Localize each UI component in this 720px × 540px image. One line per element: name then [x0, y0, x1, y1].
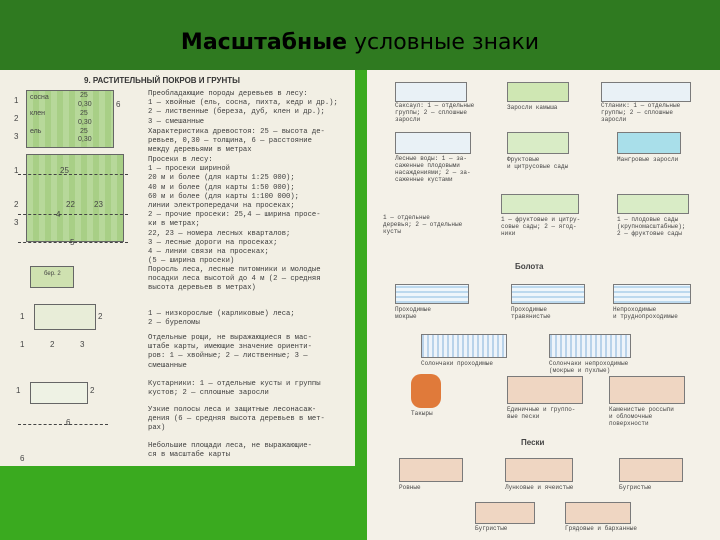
row-number: 6 — [20, 454, 25, 463]
text-groves: Отдельные рощи, не выражающиеся в мас- ш… — [148, 334, 312, 370]
text-shrubs: Кустарники: 1 — отдельные кусты и группы… — [148, 380, 321, 398]
slide-title: Масштабные условные знаки — [180, 30, 540, 55]
label-n25: 25 — [60, 166, 69, 175]
label-n6b: 6 — [66, 418, 71, 427]
section-heading: 9. РАСТИТЕЛЬНЫЙ ПОКРОВ И ГРУНТЫ — [84, 76, 241, 85]
label-n23: 23 — [94, 200, 103, 209]
swamp-heading: Болота — [515, 262, 544, 271]
clearing-line — [18, 174, 128, 175]
green-divider — [355, 70, 367, 540]
label-el: ель — [30, 128, 42, 135]
label-n1: 1 — [20, 312, 25, 321]
clearing-line — [18, 242, 128, 243]
label-n6: 6 — [116, 100, 121, 109]
row-number: 2 — [14, 200, 19, 209]
label-v030b: 0,30 — [78, 119, 92, 126]
clearing-line — [18, 214, 128, 215]
label-n2b: 2 — [98, 312, 103, 321]
row-number: 3 — [14, 218, 19, 227]
grove-3: 3 — [80, 340, 85, 349]
slide-header: Масштабные условные знаки — [0, 0, 720, 70]
text-low-forest: 1 — низкорослые (карликовые) леса; 2 — б… — [148, 310, 295, 328]
label-n5: 5 — [70, 238, 75, 247]
label-sosna: сосна — [30, 94, 49, 101]
clearings-symbol — [26, 154, 124, 242]
label-v030c: 0,30 — [78, 136, 92, 143]
label-berez: бер. 2 — [44, 271, 61, 277]
label-v030a: 0,30 — [78, 101, 92, 108]
sand-heading: Пески — [521, 438, 545, 447]
label-n2c: 2 — [90, 386, 95, 395]
text-small-forests: Небольшие площади леса, не выражающие- с… — [148, 442, 312, 460]
label-v25b: 25 — [80, 110, 88, 117]
row-number: 1 — [14, 166, 19, 175]
label-n22: 22 — [66, 200, 75, 209]
text-stand-characteristic: Характеристика древостоя: 25 — высота де… — [148, 128, 325, 155]
label-v25c: 25 — [80, 128, 88, 135]
row-number: 3 — [14, 132, 19, 141]
label-v25a: 25 — [80, 92, 88, 99]
forest-symbol — [26, 90, 114, 148]
low-forest-symbol — [34, 304, 96, 330]
text-young-forest: Поросль леса, лесные питомники и молодые… — [148, 266, 321, 293]
grove-1: 1 — [20, 340, 25, 349]
text-forest-belts: Узкие полосы леса и защитные лесонасаж- … — [148, 406, 325, 433]
shrubs-symbol — [30, 382, 88, 404]
map-symbols-panel: Саксаул: 1 — отдельные группы; 2 — сплош… — [355, 70, 720, 540]
label-n1b: 1 — [16, 386, 21, 395]
forest-belt-line — [18, 424, 108, 425]
text-clearings: Просеки в лесу: 1 — просеки шириной 20 м… — [148, 156, 321, 266]
green-footer-block — [0, 466, 355, 540]
text-dominant-species: Преобладающие породы деревьев в лесу: 1 … — [148, 90, 338, 126]
label-n4: 4 — [56, 210, 61, 219]
label-klen: клен — [30, 110, 45, 117]
young-forest-symbol — [30, 266, 74, 288]
row-number: 2 — [14, 114, 19, 123]
grove-2: 2 — [50, 340, 55, 349]
row-number: 1 — [14, 96, 19, 105]
vegetation-legend-panel: 9. РАСТИТЕЛЬНЫЙ ПОКРОВ И ГРУНТЫ сосна 25… — [0, 70, 355, 466]
